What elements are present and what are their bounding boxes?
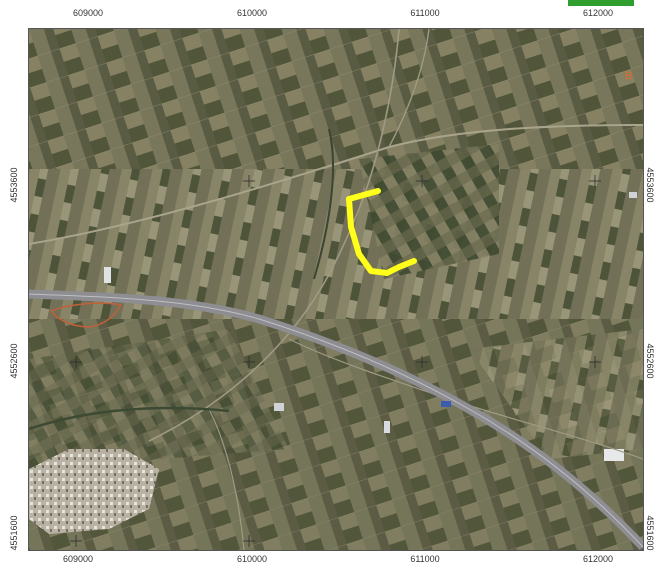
grid-crosses	[70, 175, 601, 547]
x-tick-top-610000: 610000	[236, 8, 268, 18]
x-tick-top-612000: 612000	[582, 8, 614, 18]
y-tick-right-4551600: 4551600	[645, 515, 655, 551]
x-tick-bottom-610000: 610000	[236, 554, 268, 564]
satellite-map-frame: B	[28, 28, 644, 551]
highlighted-route	[346, 188, 417, 276]
x-tick-top-609000: 609000	[72, 8, 104, 18]
x-tick-top-611000: 611000	[410, 8, 440, 18]
satellite-imagery: B	[29, 29, 643, 550]
y-tick-left-4552600: 4552600	[9, 343, 19, 379]
y-tick-right-4553600: 4553600	[645, 167, 655, 203]
x-tick-bottom-612000: 612000	[582, 554, 614, 564]
y-tick-left-4551600: 4551600	[9, 515, 19, 551]
y-tick-right-4552600: 4552600	[645, 343, 655, 379]
x-tick-bottom-609000: 609000	[62, 554, 94, 564]
logo-badge	[566, 0, 634, 6]
x-tick-bottom-611000: 611000	[410, 554, 440, 564]
y-tick-left-4553600: 4553600	[9, 167, 19, 203]
parcel-marker-label: B	[625, 70, 632, 82]
